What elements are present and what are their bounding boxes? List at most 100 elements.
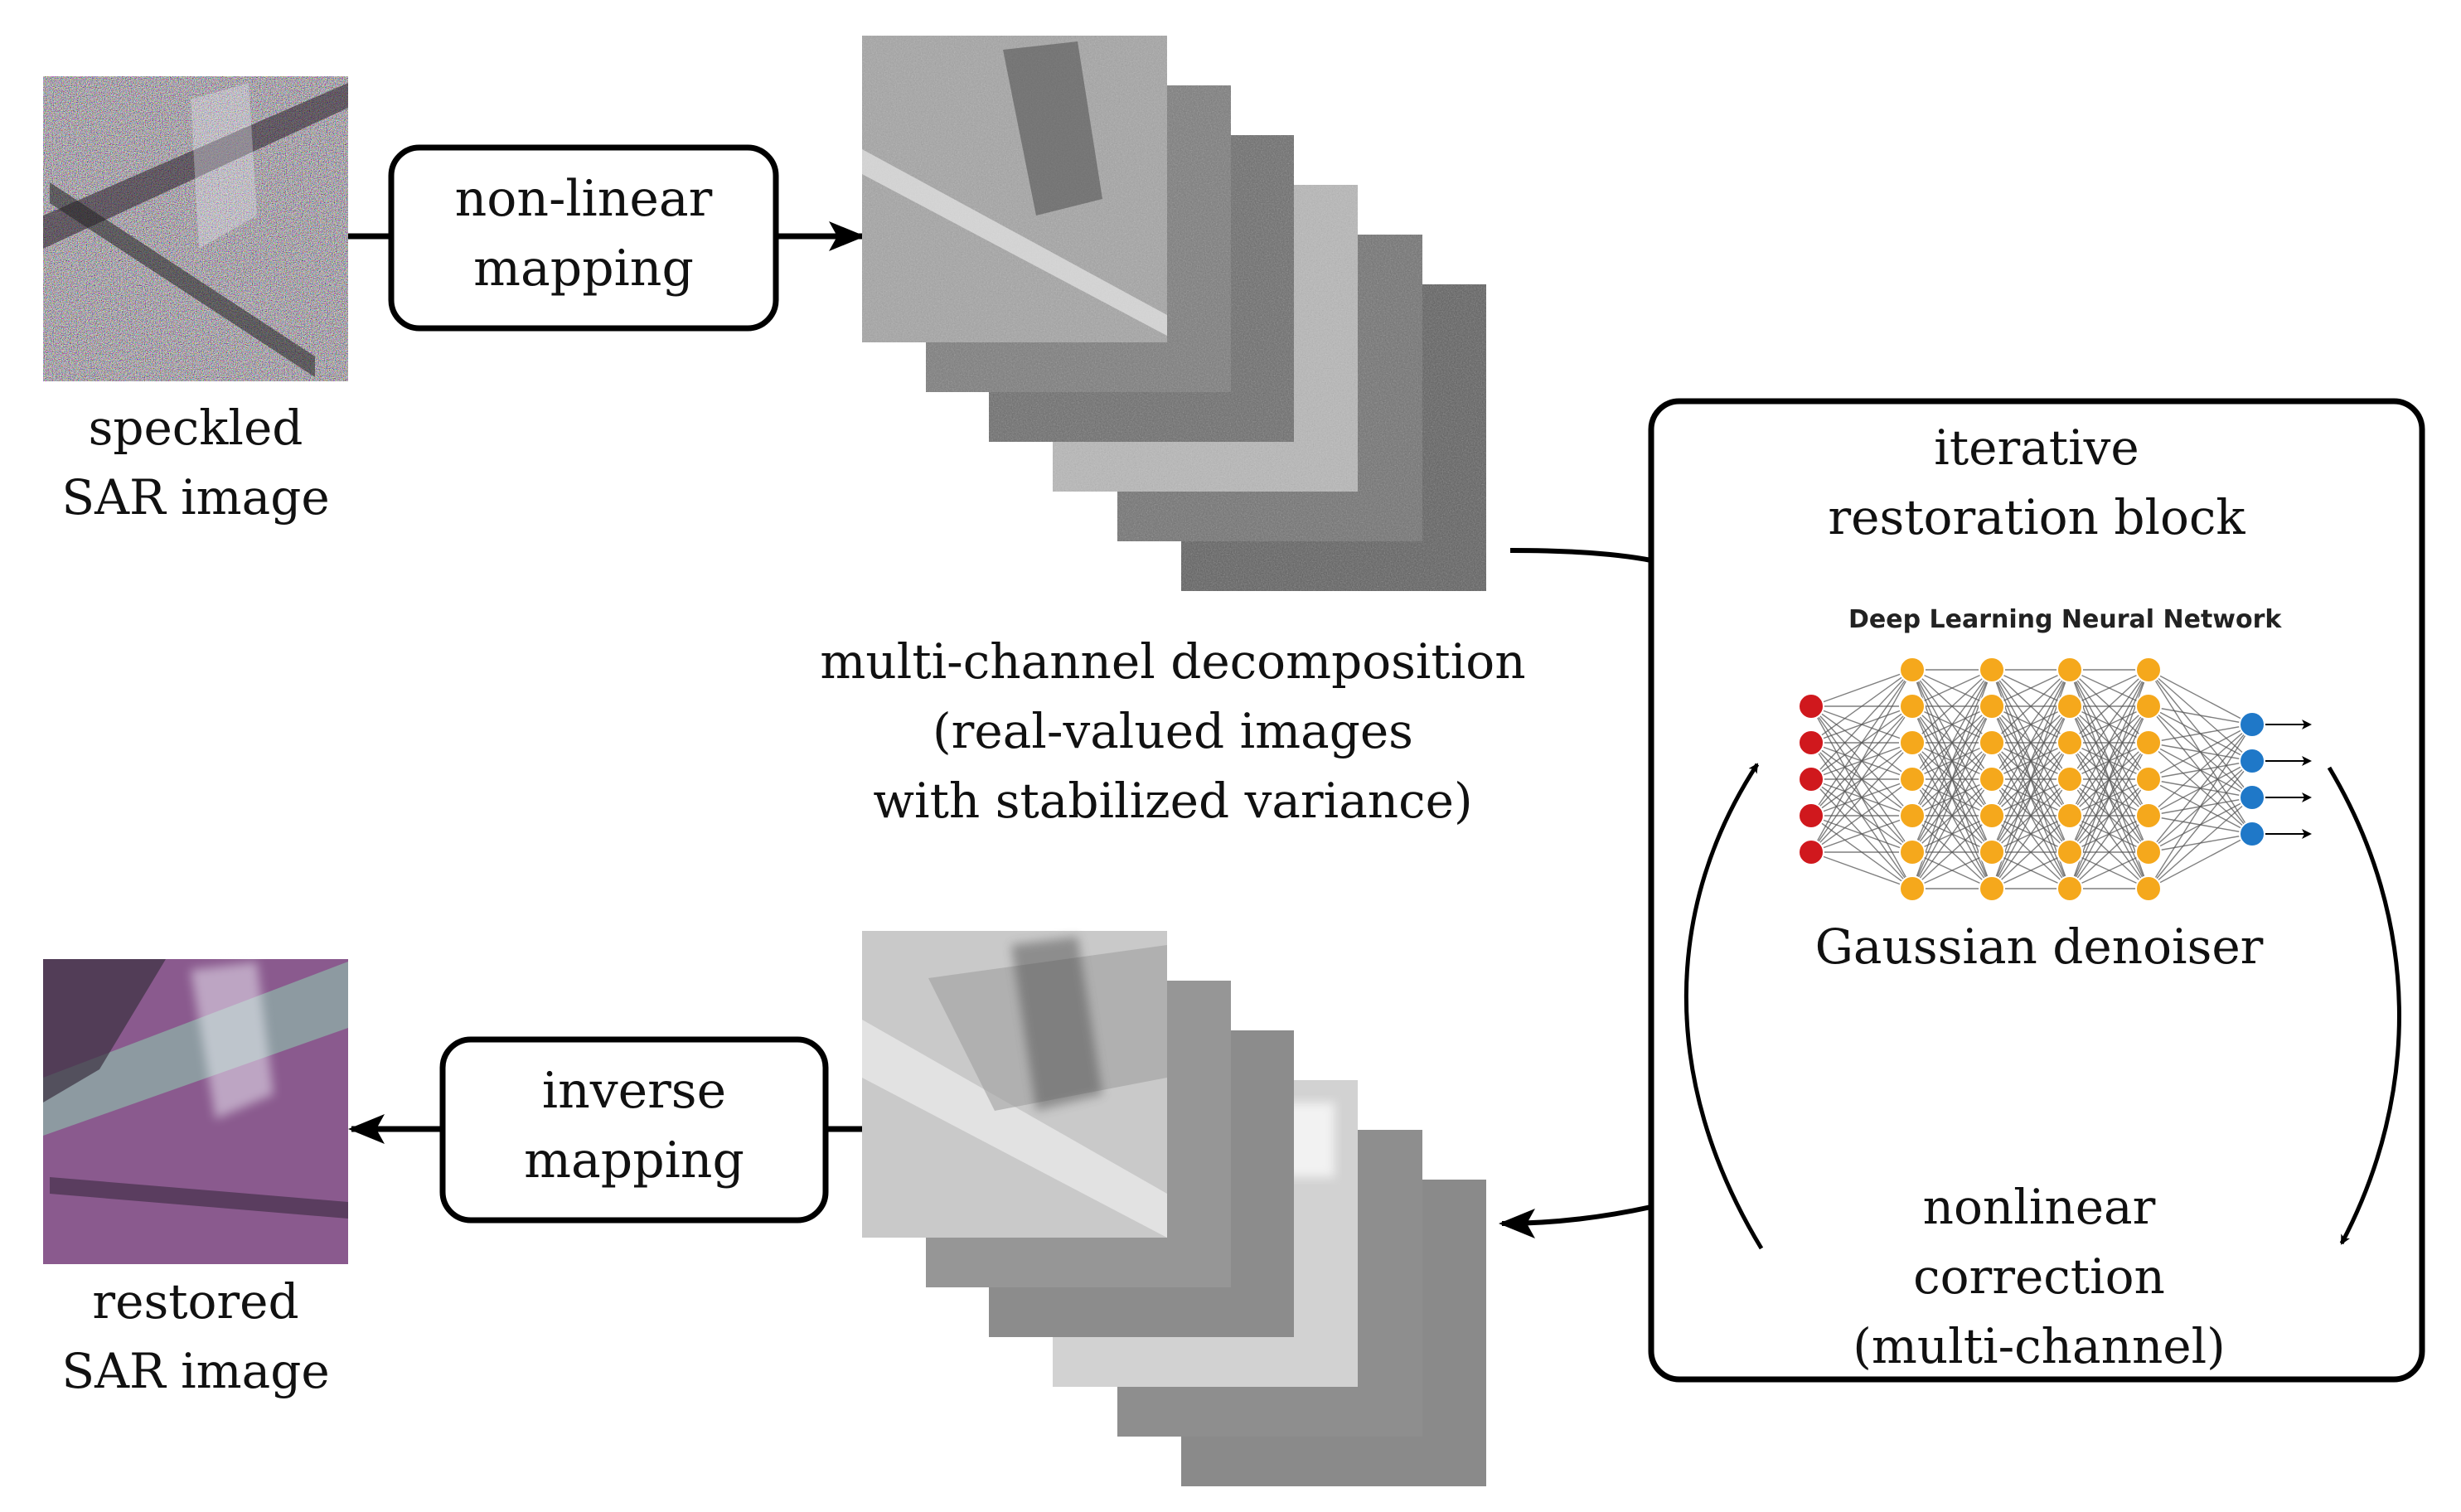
restoration-block [1648, 398, 2425, 1383]
network-edge [2069, 669, 2149, 744]
network-node-hidden [2056, 693, 2083, 720]
network-edge [2069, 669, 2149, 707]
network-edge [1991, 851, 2071, 889]
network-edge [2069, 742, 2149, 889]
network-edge [1810, 669, 1913, 707]
network-node-hidden [2135, 729, 2162, 756]
restoration-block-title: iterative restoration block [1828, 419, 2245, 545]
network-node-output [2239, 711, 2265, 738]
network-node-output [2239, 748, 2265, 774]
network-edge [1911, 705, 1993, 889]
network-edge [1911, 851, 1993, 889]
network-edge [2148, 669, 2253, 725]
network-node-hidden [1899, 729, 1926, 756]
network-edge [1991, 705, 2071, 889]
network-node-hidden [2056, 729, 2083, 756]
network-edge [1991, 669, 2071, 817]
arrow-correction-to-denoiser [1683, 763, 1764, 1250]
network-edge [2069, 669, 2149, 853]
network-edge [2069, 669, 2149, 817]
network-node-input [1798, 802, 1824, 829]
network-edge [1810, 669, 1913, 780]
inverse-mapping-label: inverse mapping [524, 1062, 744, 1190]
network-edge [1810, 669, 1913, 817]
network-edge [2148, 833, 2253, 889]
network-edge [1991, 778, 2071, 889]
network-edge [1991, 669, 2071, 744]
network-node-hidden [1899, 766, 1926, 792]
network-node-input [1798, 839, 1824, 865]
network-edge [1991, 669, 2071, 707]
network-node-hidden [2135, 875, 2162, 902]
network-node-hidden [1899, 693, 1926, 720]
neural-network-illustration [1798, 657, 2312, 902]
network-edge [1810, 815, 1913, 853]
network-edge [2069, 705, 2149, 889]
network-edge [2069, 815, 2149, 889]
network-node-hidden [2135, 802, 2162, 829]
restored-image-caption: restored SAR image [61, 1273, 330, 1399]
network-node-hidden [2135, 766, 2162, 792]
network-edge [1810, 742, 1913, 853]
network-edge [2148, 724, 2253, 817]
network-node-hidden [1899, 657, 1926, 683]
network-node-hidden [2135, 839, 2162, 865]
network-title: Deep Learning Neural Network [1848, 605, 2282, 634]
network-node-hidden [1979, 766, 2005, 792]
channel-image [862, 931, 1167, 1238]
arrow-block-to-restored-stack [1499, 1204, 1652, 1238]
nonlinear-correction-label: nonlinear correction (multi-channel) [1853, 1179, 2226, 1374]
network-node-hidden [1979, 729, 2005, 756]
network-edge [1911, 669, 1993, 780]
network-node-output [2239, 784, 2265, 811]
network-edge [2148, 724, 2253, 780]
network-edge [1991, 815, 2071, 889]
gaussian-denoiser-label: Gaussian denoiser [1814, 918, 2264, 975]
network-edge [2069, 778, 2149, 889]
network-node-hidden [1979, 839, 2005, 865]
decomposition-stack [862, 36, 1486, 591]
speckled-sar-image [43, 76, 348, 381]
network-edge [1911, 669, 1993, 744]
network-node-hidden [1899, 802, 1926, 829]
network-node-input [1798, 729, 1824, 756]
network-node-hidden [2056, 875, 2083, 902]
network-node-hidden [2135, 657, 2162, 683]
connector-decomposition-to-block [1509, 548, 1652, 563]
network-edge [2148, 797, 2253, 889]
network-edge [1911, 669, 1993, 817]
network-edge [1810, 705, 1913, 853]
network-edge [2148, 760, 2253, 889]
network-node-input [1798, 693, 1824, 720]
channel-image [862, 36, 1167, 342]
network-node-hidden [2056, 802, 2083, 829]
network-node-hidden [1979, 802, 2005, 829]
network-edge [2148, 724, 2253, 889]
arrow-denoiser-to-correction [2327, 766, 2401, 1245]
network-edge [1991, 742, 2071, 889]
decomposition-caption: multi-channel decomposition (real-valued… [820, 633, 1526, 829]
network-edge [1991, 669, 2071, 780]
network-edge [1911, 669, 1993, 707]
nonlinear-mapping-label: non-linear mapping [454, 170, 713, 298]
network-edge [1911, 815, 1993, 889]
network-edge [2069, 669, 2149, 780]
network-edge [1911, 778, 1993, 889]
network-node-input [1798, 766, 1824, 792]
network-node-hidden [2056, 657, 2083, 683]
network-node-hidden [2056, 839, 2083, 865]
network-edge [1810, 851, 1913, 889]
speckled-image-caption: speckled SAR image [61, 400, 330, 526]
network-node-hidden [2056, 766, 2083, 792]
network-edge [2148, 724, 2253, 744]
network-node-hidden [1979, 875, 2005, 902]
restored-stack [862, 931, 1486, 1486]
network-edge [1810, 778, 1913, 853]
network-edge [1810, 669, 1913, 744]
network-node-hidden [1979, 693, 2005, 720]
restored-sar-image [43, 959, 348, 1264]
network-node-output [2239, 821, 2265, 847]
network-node-hidden [1979, 657, 2005, 683]
network-node-hidden [2135, 693, 2162, 720]
